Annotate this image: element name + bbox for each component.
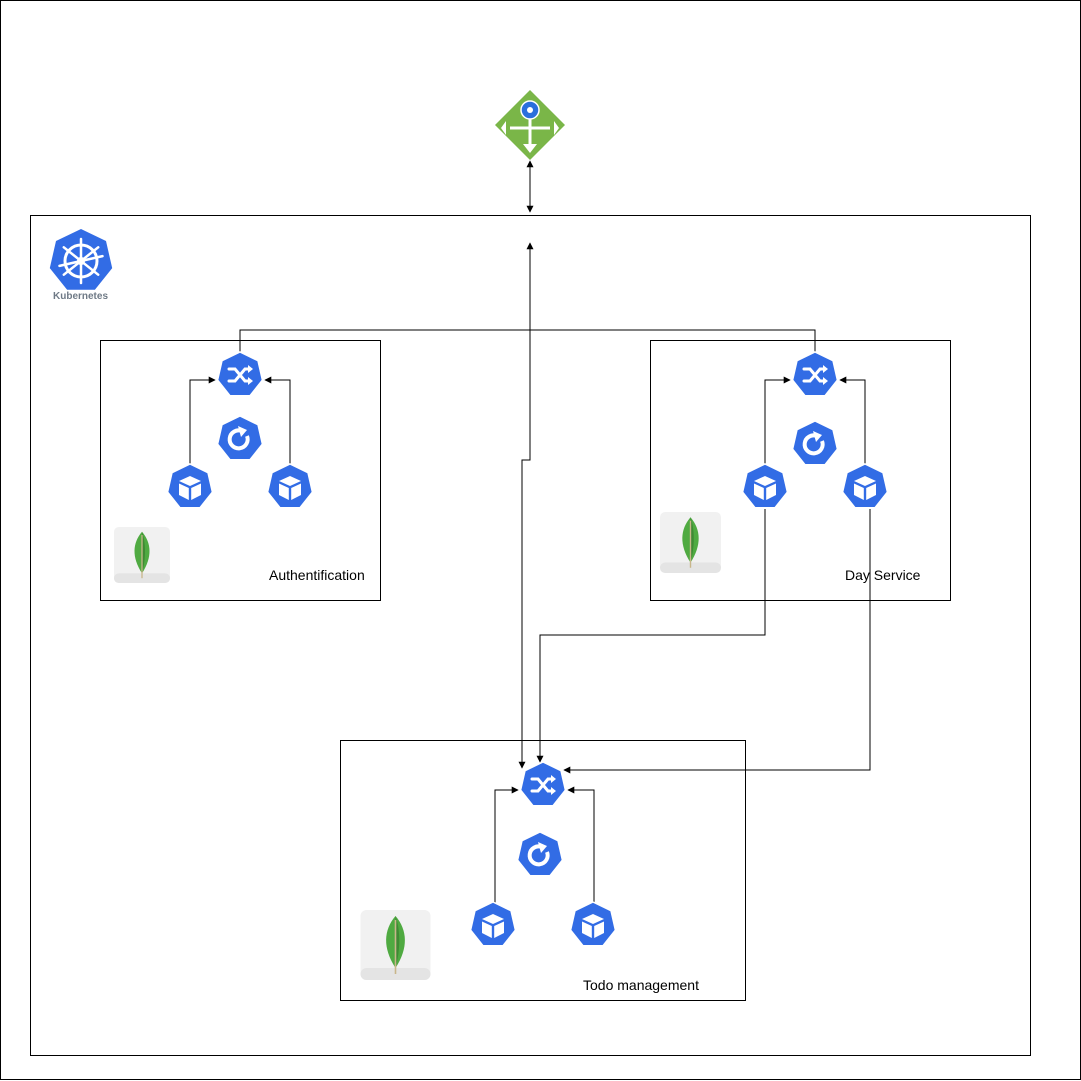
day-mongodb-icon xyxy=(660,512,721,573)
todo-pod1-connector xyxy=(494,786,519,905)
auth-service-label: Authentification xyxy=(269,567,365,583)
todo-mongodb-icon xyxy=(360,910,431,980)
kubernetes-label: Kubernetes xyxy=(53,291,109,302)
auth-pod2-connector xyxy=(264,376,291,465)
kubernetes-icon xyxy=(49,229,113,290)
kubernetes-cluster-box xyxy=(30,215,1031,1056)
day-to-todo-connector-1 xyxy=(536,509,766,763)
auth-mongodb-icon xyxy=(113,527,171,583)
bus-down-todo-connector xyxy=(518,330,531,769)
day-pod2-connector xyxy=(839,376,866,465)
day-pod1-connector xyxy=(764,376,791,465)
connectors xyxy=(189,160,871,905)
auth-pod1-connector xyxy=(189,376,216,465)
load-balancer-icon xyxy=(495,90,565,160)
todo-pod2-connector xyxy=(567,786,595,905)
services-bus-line xyxy=(239,329,816,352)
todo-service-label: Todo management xyxy=(583,977,699,993)
day-service-label: Day Service xyxy=(845,567,921,583)
day-to-todo-connector-2 xyxy=(563,509,871,774)
